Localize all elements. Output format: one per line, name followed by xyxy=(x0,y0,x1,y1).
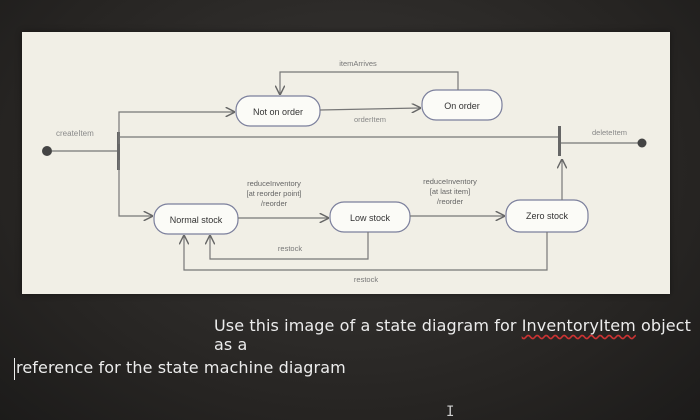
initial-node xyxy=(42,146,52,156)
reduce1-line2: [at reorder point] xyxy=(246,189,301,198)
state-normal-stock-label: Normal stock xyxy=(170,215,223,225)
state-low-stock-label: Low stock xyxy=(350,213,391,223)
item-arrives-label: itemArrives xyxy=(339,59,377,68)
create-item-label: createItem xyxy=(56,129,94,138)
state-zero-stock-label: Zero stock xyxy=(526,211,569,221)
state-diagram: createItem Not on order On order Normal … xyxy=(22,32,670,294)
item-arrives-edge xyxy=(280,71,459,94)
restock-low-edge xyxy=(210,232,369,260)
delete-item-label: deleteItem xyxy=(592,128,627,137)
fork-bar xyxy=(117,132,120,170)
reduce1-line1: reduceInventory xyxy=(247,179,301,188)
restock-zero-edge xyxy=(184,232,548,271)
reduce2-line2: [at last item] xyxy=(430,187,470,196)
final-node xyxy=(637,138,647,148)
fork-to-not-on-order xyxy=(118,112,234,144)
state-on-order xyxy=(421,89,503,121)
fork-to-normal-stock xyxy=(118,160,152,216)
order-item-label: orderItem xyxy=(354,115,386,124)
state-not-on-order xyxy=(235,95,321,127)
state-on-order-label: On order xyxy=(444,101,480,111)
reduce2-line3: /reorder xyxy=(437,197,464,206)
text-cursor-icon: I xyxy=(446,404,455,420)
join-bar xyxy=(558,126,561,156)
state-diagram-canvas: createItem Not on order On order Normal … xyxy=(42,59,647,284)
caption-line-2: reference for the state machine diagram xyxy=(16,358,346,377)
reduce2-line1: reduceInventory xyxy=(423,177,477,186)
caption-line-1-prefix: Use this image of a state diagram for xyxy=(214,316,522,335)
caption-line-1: Use this image of a state diagram for In… xyxy=(214,316,700,354)
text-caret xyxy=(14,358,15,380)
order-item-edge xyxy=(319,108,420,110)
caption-line-1-suffix: object as a xyxy=(214,316,691,354)
restock-low-label: restock xyxy=(278,244,302,253)
restock-zero-label: restock xyxy=(354,275,378,284)
state-low-stock xyxy=(329,201,411,233)
caption-link-inventoryitem[interactable]: InventoryItem xyxy=(521,316,636,335)
reduce1-line3: /reorder xyxy=(261,199,288,208)
state-not-on-order-label: Not on order xyxy=(253,107,303,117)
state-normal-stock xyxy=(153,203,239,235)
